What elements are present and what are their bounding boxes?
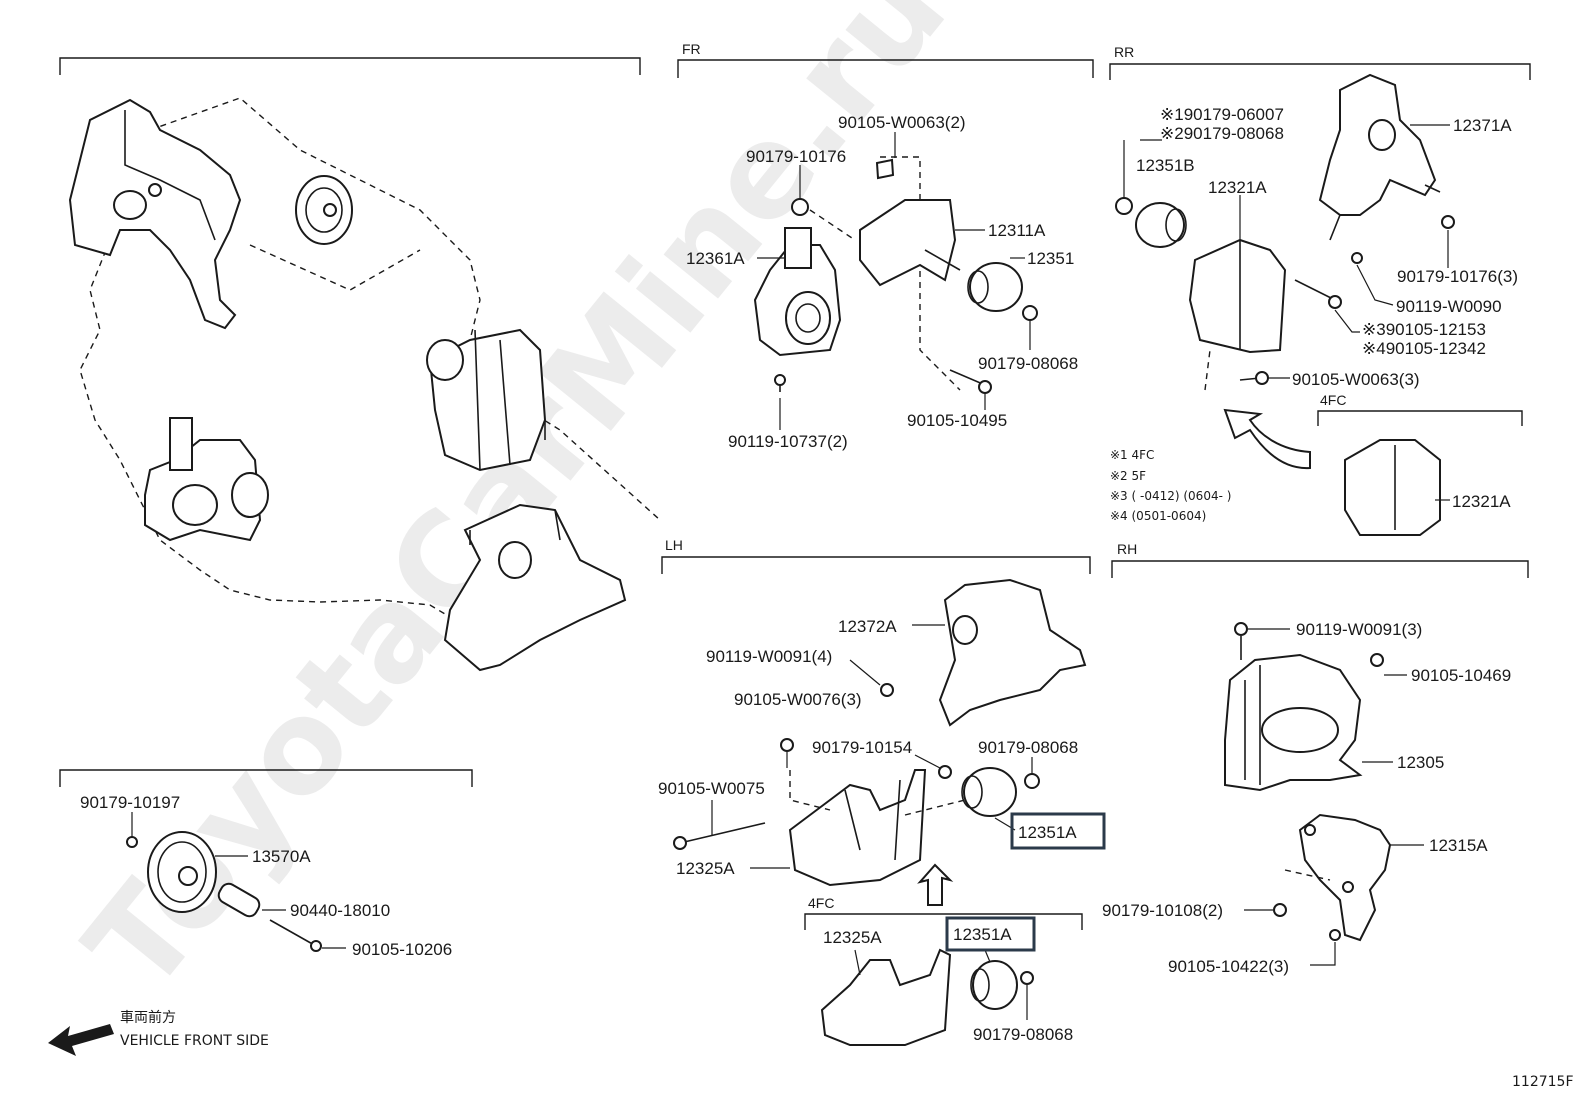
- section-label-fr: FR: [682, 41, 701, 57]
- highlight-box-12351A-4fc: [945, 916, 1036, 952]
- section-label-rr-4fc: 4FC: [1320, 392, 1346, 408]
- part-label-90105-10422-3: 90105-10422(3): [1168, 957, 1289, 976]
- rh-mount-group: [1224, 622, 1424, 966]
- engine-overview: [68, 97, 661, 672]
- note-4: ※4 (0501-0604): [1110, 509, 1206, 523]
- part-label-90119-W0091-4: 90119-W0091(4): [706, 647, 832, 666]
- part-label-90179-10108-2: 90179-10108(2): [1102, 901, 1223, 920]
- part-label-90179-08068-fr: 90179-08068: [978, 354, 1078, 373]
- part-label-90105-W0076-3: 90105-W0076(3): [734, 690, 862, 709]
- fr-mount-group: [753, 132, 1038, 430]
- part-label-rr-ref3: ※390105-12153: [1362, 320, 1486, 339]
- part-label-12321A-top: 12321A: [1208, 178, 1267, 197]
- diagram-id: 112715F: [1512, 1074, 1574, 1090]
- part-label-90105-W0075: 90105-W0075: [658, 779, 765, 798]
- part-label-90105-10495: 90105-10495: [907, 411, 1007, 430]
- part-label-12351B: 12351B: [1136, 156, 1195, 175]
- part-label-12351A-4fc: 12351A: [953, 925, 1012, 944]
- part-label-90105-10206: 90105-10206: [352, 940, 452, 959]
- part-label-90179-10176: 90179-10176: [746, 147, 846, 166]
- part-label-90119-W0091-3: 90119-W0091(3): [1296, 620, 1422, 639]
- part-label-12351A: 12351A: [1018, 823, 1077, 842]
- part-label-90105-W0063-2: 90105-W0063(2): [838, 113, 966, 132]
- idler-pulley-group: [126, 812, 346, 952]
- part-label-12325A-4fc: 12325A: [823, 928, 882, 947]
- part-label-12325A: 12325A: [676, 859, 735, 878]
- part-label-12371A: 12371A: [1453, 116, 1512, 135]
- section-label-rh: RH: [1117, 541, 1137, 557]
- vehicle-front-label-en: VEHICLE FRONT SIDE: [120, 1033, 269, 1049]
- part-label-12372A: 12372A: [838, 617, 897, 636]
- part-label-90440-18010: 90440-18010: [290, 901, 390, 920]
- part-label-12315A: 12315A: [1429, 836, 1488, 855]
- part-label-90179-08068-lh: 90179-08068: [978, 738, 1078, 757]
- section-brackets: [59, 57, 1531, 930]
- part-label-90119-10737-2: 90119-10737(2): [728, 432, 848, 451]
- note-2: ※2 5F: [1110, 469, 1146, 483]
- part-label-90179-10154: 90179-10154: [812, 738, 912, 757]
- note-1: ※1 4FC: [1110, 448, 1154, 462]
- lh-mount-group: [673, 578, 1087, 1046]
- part-label-12305: 12305: [1397, 753, 1444, 772]
- part-label-rr-ref4: ※490105-12342: [1362, 339, 1486, 358]
- part-label-90105-W0063-3: 90105-W0063(3): [1292, 370, 1420, 389]
- part-label-rr-ref1: ※190179-06007: [1160, 105, 1284, 124]
- part-label-12321A-4fc: 12321A: [1452, 492, 1511, 511]
- section-label-lh: LH: [665, 537, 683, 553]
- rr-mount-group: [1115, 73, 1455, 536]
- part-label-12351: 12351: [1027, 249, 1074, 268]
- part-label-90105-10469: 90105-10469: [1411, 666, 1511, 685]
- part-label-90119-W0090: 90119-W0090: [1396, 297, 1502, 316]
- section-label-rr: RR: [1114, 44, 1134, 60]
- part-label-rr-ref2: ※290179-08068: [1160, 124, 1284, 143]
- part-label-90179-10197: 90179-10197: [80, 793, 180, 812]
- part-label-12311A: 12311A: [988, 221, 1046, 240]
- vehicle-front-label-jp: 車両前方: [120, 1009, 176, 1026]
- part-label-90179-10176-3: 90179-10176(3): [1397, 267, 1518, 286]
- part-label-90179-08068-4fc: 90179-08068: [973, 1025, 1073, 1044]
- section-label-lh-4fc: 4FC: [808, 895, 834, 911]
- highlight-box-12351A: [1010, 812, 1106, 850]
- part-label-12361A: 12361A: [686, 249, 745, 268]
- vehicle-front-arrow-icon: [48, 1024, 114, 1056]
- part-label-13570A: 13570A: [252, 847, 311, 866]
- note-3: ※3 ( -0412) (0604- ): [1110, 489, 1231, 503]
